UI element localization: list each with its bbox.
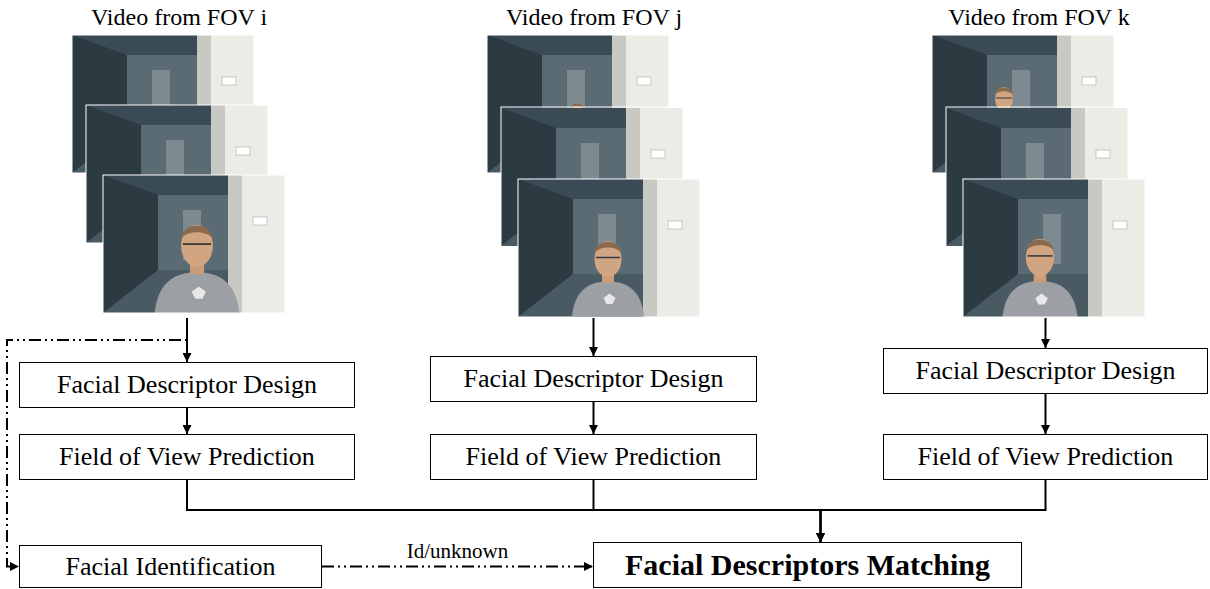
video-heading: Video from FOV k bbox=[948, 4, 1129, 32]
box-label: Field of View Prediction bbox=[466, 442, 722, 472]
process-box: Facial Descriptor Design bbox=[883, 348, 1208, 394]
flow-arrow bbox=[593, 402, 595, 434]
box-label: Field of View Prediction bbox=[918, 442, 1174, 472]
video-source: Video from FOV j bbox=[487, 4, 701, 318]
process-box: Facial Descriptor Design bbox=[19, 362, 355, 408]
box-label: Field of View Prediction bbox=[59, 442, 315, 472]
flow-arrow bbox=[1045, 394, 1047, 434]
video-frames bbox=[932, 35, 1146, 319]
process-box: Facial Descriptor Design bbox=[430, 356, 757, 402]
flow-arrow bbox=[186, 408, 188, 434]
video-heading: Video from FOV j bbox=[506, 4, 682, 32]
box-label: Facial Descriptor Design bbox=[464, 364, 724, 394]
video-frames bbox=[72, 35, 286, 315]
flow-arrow bbox=[1045, 318, 1047, 348]
video-frames bbox=[487, 35, 701, 319]
flow-arrow bbox=[187, 480, 821, 542]
box-label: Facial Identification bbox=[65, 552, 275, 582]
video-source: Video from FOV k bbox=[932, 4, 1146, 318]
process-box: Field of View Prediction bbox=[19, 434, 355, 480]
flow-arrow bbox=[593, 318, 595, 356]
box-label: Facial Descriptor Design bbox=[916, 356, 1176, 386]
box-label: Facial Descriptors Matching bbox=[625, 548, 990, 583]
dash-dot-arrow bbox=[322, 566, 593, 568]
matching-box: Facial Descriptors Matching bbox=[593, 542, 1022, 588]
flow-arrow bbox=[821, 480, 1046, 542]
flow-arrow bbox=[594, 480, 821, 542]
edge-label: Id/unknown bbox=[407, 539, 509, 563]
edge-label-patch: Id/unknown bbox=[404, 540, 512, 563]
box-label: Facial Descriptor Design bbox=[57, 370, 317, 400]
process-box: Facial Identification bbox=[19, 545, 322, 588]
video-source: Video from FOV i bbox=[72, 4, 286, 318]
process-box: Field of View Prediction bbox=[430, 434, 757, 480]
process-box: Field of View Prediction bbox=[883, 434, 1208, 480]
video-heading: Video from FOV i bbox=[91, 4, 267, 32]
